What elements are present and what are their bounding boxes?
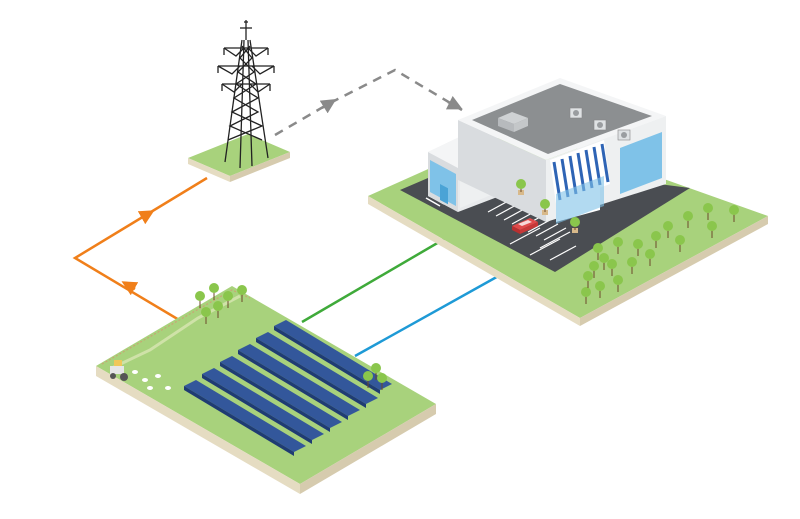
transmission-tower-icon <box>217 20 275 169</box>
tree-icon <box>209 283 219 300</box>
parking-trees <box>516 179 580 233</box>
rooftop-hvac-units <box>498 107 631 141</box>
tree-icon <box>607 259 617 276</box>
tree-icon <box>683 211 693 228</box>
tree-icon <box>213 301 223 318</box>
tree-icon <box>223 291 233 308</box>
tree-icon <box>613 237 623 254</box>
tree-icon <box>645 249 655 266</box>
tree-icon <box>589 261 599 278</box>
tree-icon <box>663 221 673 238</box>
tree-icon <box>201 307 211 324</box>
tree-icon <box>195 291 205 308</box>
blue-power-line <box>354 272 503 358</box>
solar-panel-row <box>238 344 360 420</box>
solar-panel-row <box>274 320 392 394</box>
pylon-tile <box>188 20 290 182</box>
orange-arrow-upper <box>137 210 155 225</box>
tree-icon <box>583 271 593 288</box>
solar-panel-row <box>256 332 378 408</box>
tree-icon <box>703 203 713 220</box>
tree-icon <box>633 239 643 256</box>
building-side-wall <box>458 120 546 222</box>
tree-icon <box>599 253 609 270</box>
tree-icon <box>613 275 623 292</box>
tree-icon <box>581 287 591 304</box>
gray-dashed-line <box>274 68 463 137</box>
solar-panel-row <box>184 380 306 456</box>
fence <box>101 289 251 365</box>
solar-panel-row <box>202 368 324 444</box>
tree-icon <box>363 371 373 388</box>
red-car-icon <box>512 218 538 234</box>
tree-icon <box>627 257 637 274</box>
tree-icon <box>729 205 739 222</box>
gray-arrow-right <box>445 95 463 110</box>
sheep-icons <box>132 370 171 390</box>
solar-farm-tile <box>96 286 436 494</box>
tree-icon <box>651 231 661 248</box>
tree-icon <box>707 221 717 238</box>
tree-icon <box>371 363 381 380</box>
trees <box>195 203 739 390</box>
tree-icon <box>377 373 387 390</box>
tree-icon <box>595 281 605 298</box>
gray-arrow-left <box>319 99 337 114</box>
tree-icon <box>675 235 685 252</box>
tree-icon <box>237 285 247 302</box>
solar-panel-row <box>220 356 342 432</box>
commercial-building-tile <box>368 78 768 326</box>
tractor-icon <box>110 360 128 381</box>
green-power-line <box>301 236 447 324</box>
tree-icon <box>593 243 603 260</box>
solar-panel-array-icon <box>184 320 392 456</box>
orange-arrow-lower <box>121 281 139 296</box>
